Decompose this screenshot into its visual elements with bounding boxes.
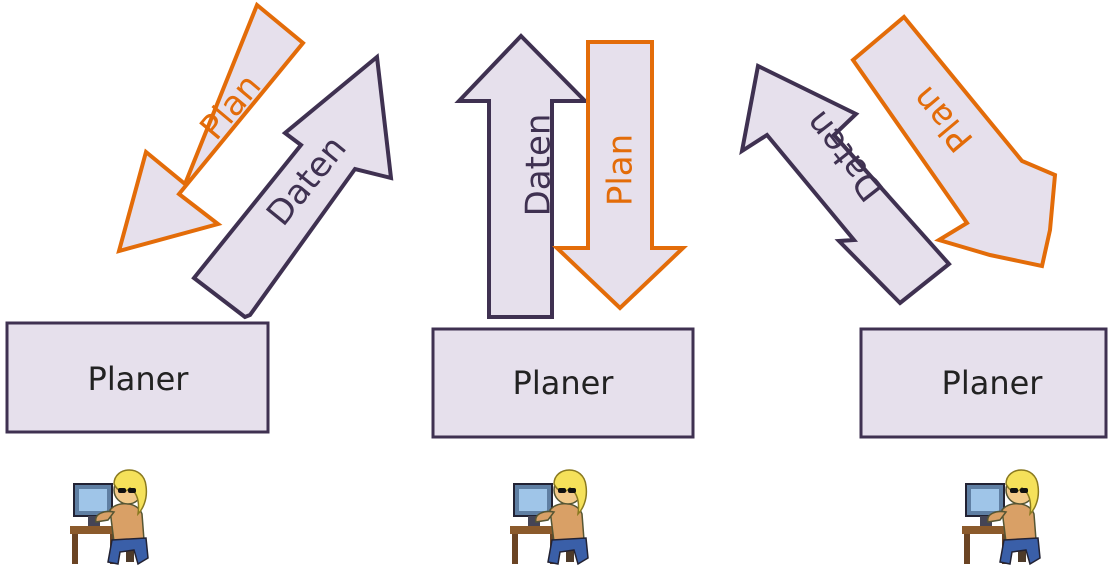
right-daten-arrow — [739, 63, 952, 306]
center-daten-arrow — [454, 33, 590, 319]
left-person-at-computer-icon — [69, 469, 149, 565]
left-daten-arrow — [191, 53, 394, 320]
right-person-at-computer-icon — [961, 469, 1041, 565]
right-group: Daten Plan Planer — [739, 14, 1108, 565]
center-planer-box — [431, 327, 695, 439]
center-person-at-computer-icon — [509, 469, 589, 565]
center-daten-label: Daten — [519, 114, 559, 217]
left-planer-label: Planer — [88, 360, 190, 398]
right-plan-arrow — [850, 14, 1058, 269]
center-planer-label: Planer — [513, 364, 615, 402]
left-plan-arrow — [116, 1, 306, 254]
center-plan-label: Plan — [601, 134, 641, 206]
left-group: Plan Daten Planer — [5, 1, 394, 565]
right-planer-box — [859, 327, 1108, 439]
center-plan-arrow — [552, 40, 688, 311]
right-planer-label: Planer — [942, 364, 1044, 402]
left-planer-box — [5, 321, 270, 434]
center-group: Daten Plan Planer — [431, 33, 695, 565]
